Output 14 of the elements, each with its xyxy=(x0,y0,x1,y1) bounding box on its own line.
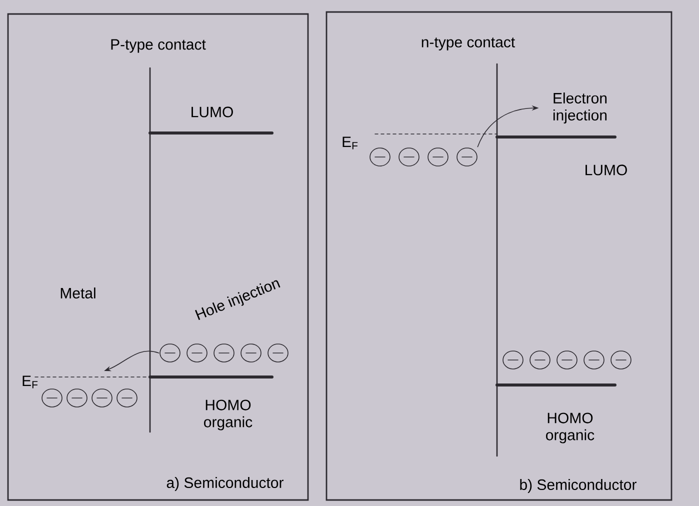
charge-row-drawing xyxy=(160,344,288,362)
panel-caption: b) Semiconductor xyxy=(520,479,636,493)
level-label: LUMO xyxy=(192,106,233,118)
panel-heading: n-type contact xyxy=(422,38,515,50)
region-label: Metal xyxy=(60,287,96,298)
panel-caption: a) Semiconductor xyxy=(166,477,284,491)
level-label: HOMO organic xyxy=(204,400,252,430)
annotation-text: Electron injection xyxy=(553,92,607,124)
level-label: LUMO xyxy=(586,164,627,176)
fermi-level-label: E$_{F}$ xyxy=(342,136,358,150)
level-label: HOMO organic xyxy=(546,412,594,444)
panel-heading: P-type contact xyxy=(111,39,206,53)
fermi-level-label: E$_{F}$ xyxy=(22,376,38,388)
charge-row-drawing xyxy=(370,148,478,166)
